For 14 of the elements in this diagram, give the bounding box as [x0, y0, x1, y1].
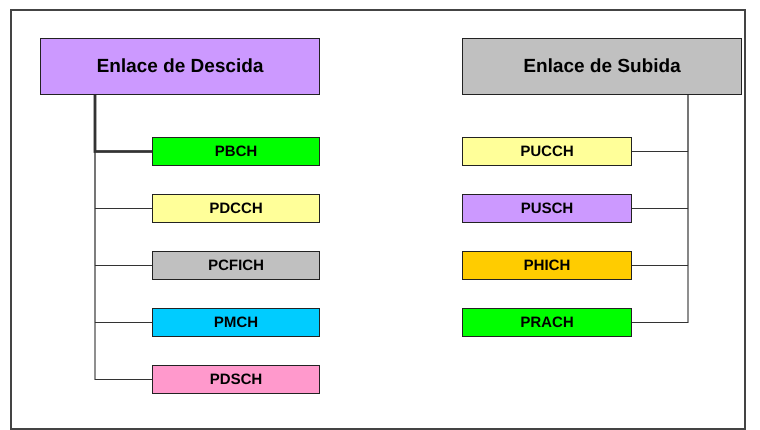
- connector-line: [94, 95, 152, 153]
- channel-box: PHICH: [462, 251, 632, 280]
- channel-box: PDCCH: [152, 194, 320, 223]
- channel-box: PUSCH: [462, 194, 632, 223]
- channel-box: PBCH: [152, 137, 320, 166]
- category-box: Enlace de Descida: [40, 38, 320, 95]
- channel-box: PRACH: [462, 308, 632, 337]
- channel-box: PDSCH: [152, 365, 320, 394]
- category-box: Enlace de Subida: [462, 38, 742, 95]
- channel-box: PMCH: [152, 308, 320, 337]
- channel-box: PUCCH: [462, 137, 632, 166]
- connector-line: [94, 95, 152, 380]
- connector-line: [632, 95, 689, 324]
- channel-box: PCFICH: [152, 251, 320, 280]
